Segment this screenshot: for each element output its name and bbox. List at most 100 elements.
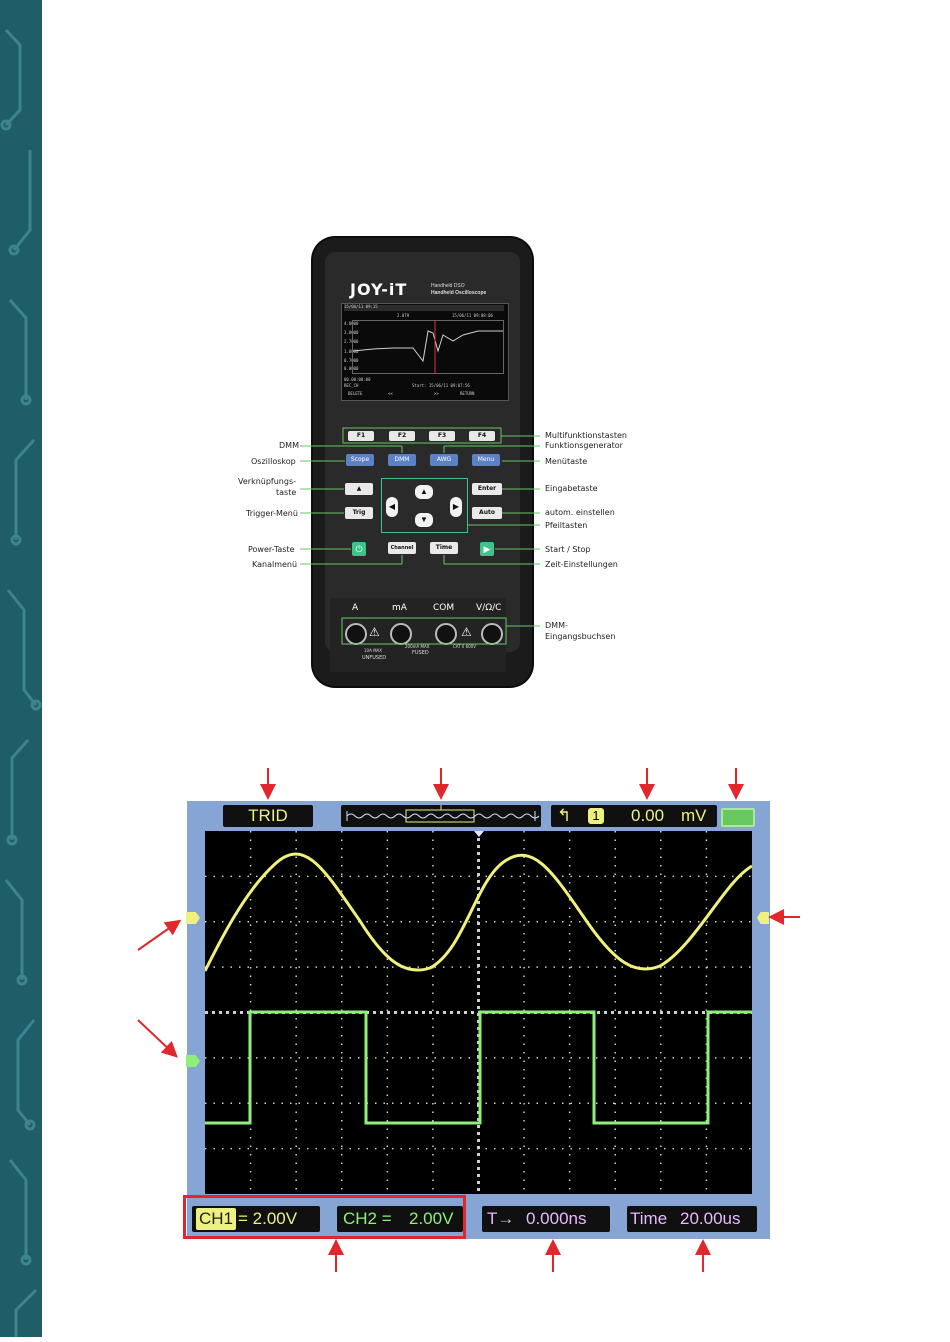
ch2-square-wave [205, 1010, 752, 1125]
callout-multifunktion: Multifunktionstasten [545, 431, 627, 440]
callout-power: Power-Taste [248, 545, 295, 554]
arrow-down-key[interactable]: ▼ [415, 513, 433, 527]
trigger-level: 0.00 [631, 806, 665, 825]
display-date: 15/06/11 09:15 [344, 304, 378, 309]
f3-key[interactable]: F3 [429, 431, 455, 441]
display-bottom-text: 00.00:00:00 [344, 377, 371, 382]
socket-label-com: COM [433, 603, 455, 613]
timebase-value: 20.00us [680, 1209, 741, 1228]
callout-verknuepfung: Verknüpfungs- [238, 477, 297, 486]
power-icon: ⏻ [355, 544, 363, 554]
callout-funktionsgenerator: Funktionsgenerator [545, 441, 623, 450]
display-axis-label: 0.7000 [344, 358, 359, 363]
memory-position-box [341, 805, 541, 827]
trigger-status: TRID [248, 806, 288, 825]
memory-position-indicator [346, 805, 540, 823]
circuit-pattern-icon [0, 28, 42, 1337]
callout-dmm-eingang-2: Eingangsbuchsen [545, 632, 616, 641]
trigger-position-value: 0.000ns [526, 1209, 587, 1228]
start-stop-key[interactable]: ▶ [480, 542, 494, 556]
arrow-right-icon: ▶ [452, 502, 460, 511]
dmm-key[interactable]: DMM [388, 454, 416, 466]
trigger-info-box: ↰ 1 0.00 mV [551, 805, 717, 827]
callout-pfeiltasten: Pfeiltasten [545, 521, 588, 530]
ch1-label: CH1 [196, 1208, 237, 1230]
awg-key[interactable]: AWG [430, 454, 458, 466]
trigger-level-marker [757, 912, 769, 924]
display-value: 2.079 [397, 313, 410, 318]
arrow-up-key[interactable]: ▲ [415, 485, 433, 499]
callout-verknuepfung-2: taste [276, 488, 297, 497]
arrow-left-icon: ◀ [388, 502, 396, 511]
display-axis-label: 3.8000 [344, 330, 359, 335]
socket-label-ma: mA [392, 603, 407, 613]
power-key[interactable]: ⏻ [352, 542, 366, 556]
device-display-topbar [344, 305, 504, 311]
scope-key[interactable]: Scope [346, 454, 374, 466]
person-icon: ▲ [356, 485, 362, 492]
callout-dmm: DMM [279, 441, 299, 450]
warning-icon: ⚠ [369, 625, 380, 639]
socket-label-v: V/Ω/C [476, 603, 502, 613]
trigger-unit: mV [681, 806, 707, 825]
channel-scale-highlight [183, 1195, 466, 1239]
arrow-down-icon: ▼ [420, 515, 428, 524]
callout-oszilloskop: Oszilloskop [251, 457, 296, 466]
model-line-1: Handheld DSO [431, 283, 465, 289]
auto-key[interactable]: Auto [472, 507, 502, 519]
timebase-box: Time 20.00us [627, 1206, 757, 1232]
display-axis-label: 4.8000 [344, 321, 359, 326]
socket-note: UNFUSED [362, 655, 387, 661]
callout-start-stop: Start / Stop [545, 545, 591, 554]
ch2-value: 2.00V [409, 1209, 454, 1228]
trigger-position-box: T→ 0.000ns [482, 1206, 610, 1232]
rising-edge-icon: ↰ [557, 806, 572, 825]
play-pause-icon: ▶ [483, 544, 491, 554]
menu-key[interactable]: Menu [472, 454, 500, 466]
arrow-left-key[interactable]: ◀ [386, 497, 398, 517]
device-callout-lines [300, 427, 540, 645]
waveform-display [203, 831, 753, 1194]
time-key[interactable]: Time [430, 542, 458, 554]
display-curve [352, 321, 503, 373]
timebase-label: Time [630, 1209, 668, 1228]
display-bottom-text: REC_CH [344, 383, 359, 388]
callout-menu: Menütaste [545, 457, 588, 466]
display-axis-label: 1.8000 [344, 349, 359, 354]
device-display: 15/06/11 09:15 2.079 15/06/11 09:08:06 4… [341, 303, 509, 401]
socket-note: 10A MAX [364, 648, 383, 653]
channel-key[interactable]: Channel [388, 542, 416, 554]
socket-note: FUSED [412, 650, 429, 656]
f1-key[interactable]: F1 [348, 431, 374, 441]
display-bottom-text: Start: 15/06/11 09:07:56 [412, 383, 470, 388]
ch1-scale-box: CH1 = 2.00V [192, 1206, 320, 1232]
f4-key[interactable]: F4 [469, 431, 495, 441]
battery-icon [721, 808, 755, 827]
socket-note: 200mA MAX [405, 644, 430, 649]
display-softkey: << [388, 391, 393, 396]
ch2-label: CH2 = [343, 1209, 392, 1228]
trigger-position-marker [474, 831, 484, 837]
display-softkey: RETURN [460, 391, 475, 396]
trigger-status-box: TRID [223, 805, 313, 827]
display-timestamp: 15/06/11 09:08:06 [452, 313, 493, 318]
ch1-value: = 2.00V [238, 1209, 298, 1228]
trig-key[interactable]: Trig [345, 507, 373, 519]
shortcut-key[interactable]: ▲ [345, 483, 373, 495]
trigger-position-label: T→ [487, 1209, 515, 1228]
ch1-sine-wave [203, 852, 753, 972]
waveform-canvas [203, 831, 753, 1194]
arrow-right-key[interactable]: ▶ [450, 497, 462, 517]
ch2-scale-box: CH2 = 2.00V [337, 1206, 463, 1232]
trigger-channel-badge: 1 [588, 808, 604, 824]
arrow-pad-frame [381, 478, 468, 533]
callout-zeit: Zeit-Einstellungen [545, 560, 618, 569]
callout-dmm-eingang: DMM- [545, 621, 568, 630]
brand-logo: JOY-iT [350, 280, 408, 299]
enter-key[interactable]: Enter [472, 483, 502, 495]
display-axis-label: 0.0000 [344, 366, 359, 371]
ch1-level-marker [186, 912, 200, 924]
f2-key[interactable]: F2 [389, 431, 415, 441]
display-softkey: >> [434, 391, 439, 396]
